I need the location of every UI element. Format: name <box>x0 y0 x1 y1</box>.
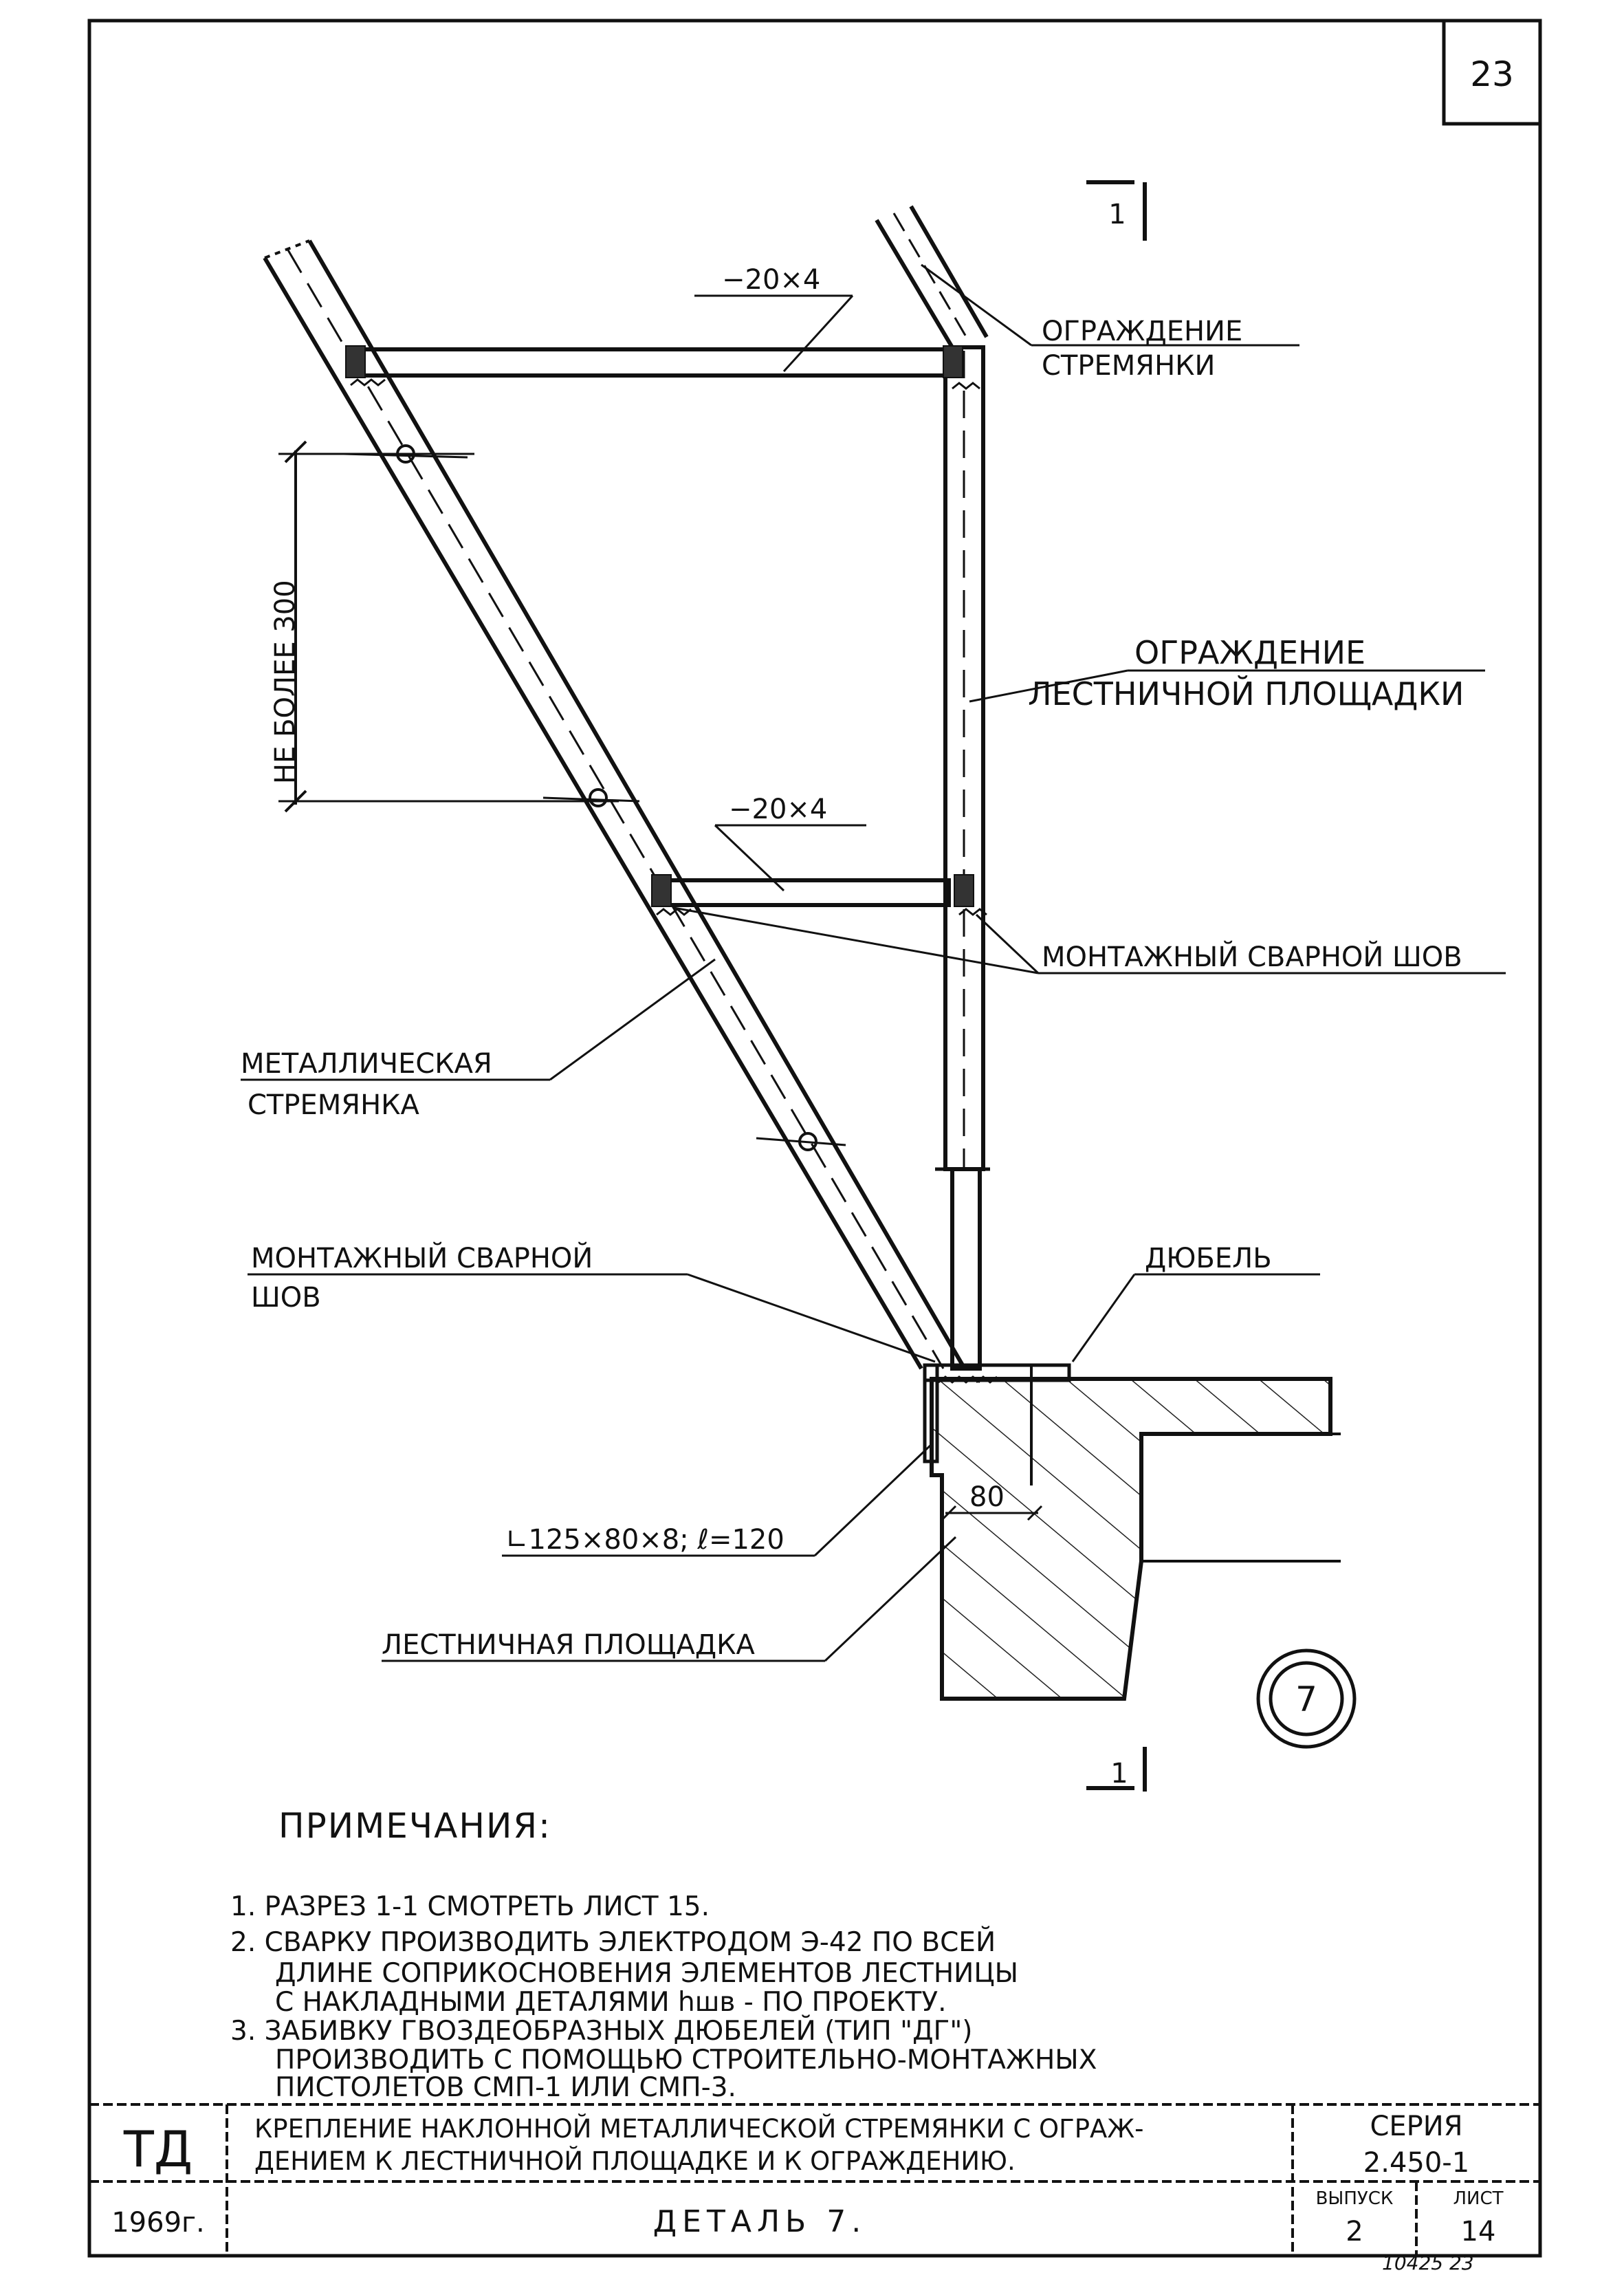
strip-lower <box>651 874 987 916</box>
issue-label: ВЫПУСК <box>1316 2188 1394 2209</box>
note-line-3: ДЛИНЕ СОПРИКОСНОВЕНИЯ ЭЛЕМЕНТОВ ЛЕСТНИЦЫ <box>275 1958 1018 1989</box>
platform-guard-label-2: ЛЕСТНИЧНОЙ ПЛОЩАДКИ <box>1028 675 1464 712</box>
weld-seam-left-label-2: ШОВ <box>251 1282 321 1314</box>
sheet-value: 14 <box>1461 2216 1496 2247</box>
note-line-7: ПИСТОЛЕТОВ СМП-1 ИЛИ СМП-3. <box>275 2072 736 2103</box>
angle-profile <box>923 1363 1071 1463</box>
notes-title: ПРИМЕЧАНИЯ: <box>278 1806 551 1846</box>
ladder-rail-guard-label-2: СТРЕМЯНКИ <box>1042 350 1215 382</box>
weld-seam-right-label: МОНТАЖНЫЙ СВАРНОЙ ШОВ <box>1042 940 1462 973</box>
inclined-ladder <box>263 239 965 1370</box>
weld-seam-left-label-1: МОНТАЖНЫЙ СВАРНОЙ <box>251 1241 593 1274</box>
spacing-dimension-label: НЕ БОЛЕЕ 300 <box>270 580 301 784</box>
footer-mark: 10425 23 <box>1382 2252 1474 2274</box>
dowel-label: ДЮБЕЛЬ <box>1145 1243 1272 1274</box>
title-block-title-2: ДЕНИЕМ К ЛЕСТНИЧНОЙ ПЛОЩАДКЕ И К ОГРАЖДЕ… <box>254 2146 1016 2176</box>
note-line-2: 2. СВАРКУ ПРОИЗВОДИТЬ ЭЛЕКТРОДОМ Э-42 ПО… <box>230 1926 996 1958</box>
section-mark-bottom: 1 <box>1086 1747 1147 1792</box>
detail-number: 7 <box>1295 1679 1317 1719</box>
leader-lines <box>241 263 1506 1662</box>
note-line-4: С НАКЛАДНЫМИ ДЕТАЛЯМИ hшв - ПО ПРОЕКТУ. <box>275 1987 947 2018</box>
strip-lower-label: −20×4 <box>729 794 827 825</box>
note-line-6: ПРОИЗВОДИТЬ С ПОМОЩЬЮ СТРОИТЕЛЬНО-МОНТАЖ… <box>275 2045 1097 2076</box>
section-mark-top: 1 <box>1086 180 1147 241</box>
note-line-1: 1. РАЗРЕЗ 1-1 СМОТРЕТЬ ЛИСТ 15. <box>230 1891 710 1922</box>
metal-ladder-label-2: СТРЕМЯНКА <box>248 1089 420 1121</box>
platform-guard-label-1: ОГРАЖДЕНИЕ <box>1134 634 1365 671</box>
dim-80 <box>941 1505 1043 1521</box>
series-value: 2.450-1 <box>1363 2147 1469 2179</box>
series-label: СЕРИЯ <box>1370 2111 1462 2142</box>
sheet-frame <box>87 19 1542 2258</box>
stair-platform-slab <box>930 1377 1341 1701</box>
note-line-5: 3. ЗАБИВКУ ГВОЗДЕОБРАЗНЫХ ДЮБЕЛЕЙ (ТИП "… <box>230 2014 972 2047</box>
platform-guard-post <box>935 345 990 1371</box>
section-mark-top-label: 1 <box>1108 199 1126 230</box>
title-block-subtitle: ДЕТАЛЬ 7. <box>653 2204 866 2239</box>
section-mark-bottom-label: 1 <box>1110 1758 1128 1789</box>
dim-80-label: 80 <box>969 1481 1005 1513</box>
detail-number-marker: 7 <box>1256 1648 1357 1749</box>
issue-value: 2 <box>1346 2216 1363 2247</box>
dowel <box>1021 1364 1042 1485</box>
spacing-dimension <box>278 440 619 813</box>
strip-upper-label: −20×4 <box>722 264 820 296</box>
title-block <box>89 2103 1540 2256</box>
strip-upper <box>345 345 980 390</box>
ladder-rail-guard-label-1: ОГРАЖДЕНИЕ <box>1042 316 1242 347</box>
metal-ladder-label-1: МЕТАЛЛИЧЕСКАЯ <box>241 1048 492 1080</box>
angle-profile-label: ∟125×80×8; ℓ=120 <box>505 1524 784 1556</box>
title-block-year: 1969г. <box>111 2207 205 2239</box>
sheet-number: 23 <box>1470 54 1514 94</box>
ladder-rail-guard <box>875 205 989 349</box>
stair-platform-label: ЛЕСТНИЧНАЯ ПЛОЩАДКА <box>382 1629 755 1661</box>
sheet-number-box: 23 <box>1442 19 1542 126</box>
sheet-label: ЛИСТ <box>1453 2188 1503 2209</box>
title-block-org: ТД <box>123 2120 193 2178</box>
title-block-title-1: КРЕПЛЕНИЕ НАКЛОННОЙ МЕТАЛЛИЧЕСКОЙ СТРЕМЯ… <box>254 2113 1144 2144</box>
